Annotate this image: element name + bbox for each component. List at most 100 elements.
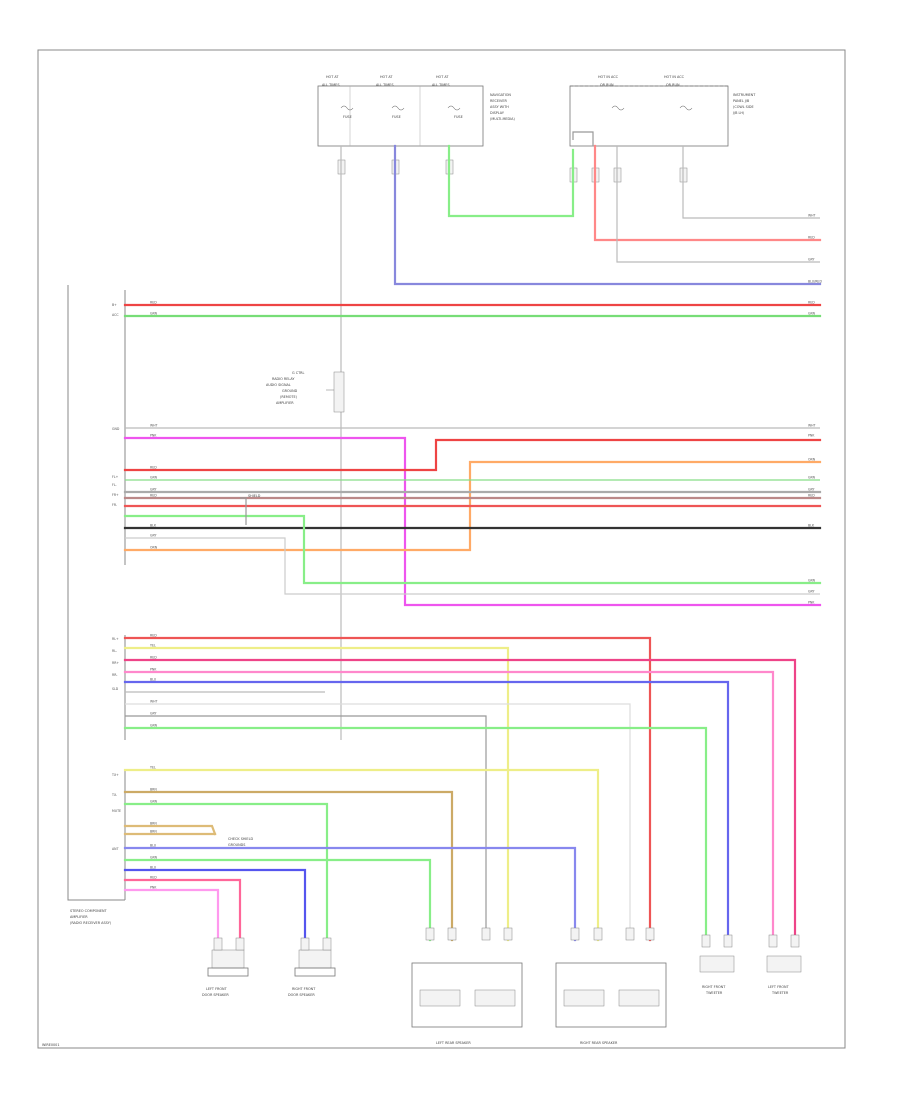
ipjb-col-sub-2: OR RUN [666, 83, 680, 87]
svg-text:(COWL SIDE: (COWL SIDE [733, 105, 754, 109]
radio-title: STEREO COMPONENT AMPLIFIER (RADIO RECEIV… [70, 909, 112, 925]
svg-text:GND: GND [112, 427, 120, 431]
svg-text:INSTRUMENT: INSTRUMENT [733, 93, 756, 97]
svg-text:LEFT REAR SPEAKER: LEFT REAR SPEAKER [436, 1041, 471, 1045]
svg-text:RIGHT FRONT: RIGHT FRONT [292, 987, 316, 991]
left-wire-code: RED [150, 466, 157, 470]
nav-fuse-label-1: FUSE [343, 115, 352, 119]
left-wire-code: GRN [150, 312, 158, 316]
nav-col-sub-1: ALL TIMES [322, 83, 339, 87]
svg-text:RR-: RR- [112, 673, 117, 677]
left-wire-code: PNK [150, 886, 157, 890]
svg-text:GROUND: GROUND [282, 389, 298, 393]
left-wire-code: BRN [150, 788, 157, 792]
svg-text:DISPLAY: DISPLAY [490, 111, 505, 115]
right-wire-code: PNK [808, 434, 815, 438]
footer-code: WIRE0001 [42, 1043, 59, 1047]
right-wire-code: GRY [808, 488, 814, 492]
speaker-wires [123, 636, 797, 947]
fuse-symbols [340, 105, 693, 111]
svg-text:B+: B+ [112, 303, 117, 307]
ipjb-module-note: INSTRUMENT PANEL J/B (COWL SIDE J/B LH) [732, 93, 756, 115]
top-wires [340, 131, 822, 740]
left-wire-code: YEL [150, 766, 156, 770]
left-wire-code: RED [150, 656, 157, 660]
svg-text:G CTRL: G CTRL [292, 371, 304, 375]
left-wire-code: BLU [150, 844, 157, 848]
nav-col-header-1: HOT AT [326, 75, 339, 79]
right-wire-code: PNK [808, 601, 815, 605]
ipjb-col-sub-1: OR RUN [600, 83, 614, 87]
left-front-door-speaker: LEFT FRONT DOOR SPEAKER [202, 949, 249, 997]
right-wire-code: GRN [808, 476, 816, 480]
diagram-frame [37, 49, 846, 1049]
right-front-door-speaker: RIGHT FRONT DOOR SPEAKER [288, 949, 336, 997]
radio-connector-strip [67, 285, 126, 901]
svg-text:FR+: FR+ [112, 493, 119, 497]
left-wire-code: BLU [150, 678, 157, 682]
right-wire-code: GRN [808, 312, 816, 316]
left-wire-code: GRN [150, 800, 158, 804]
nav-fuse-label-2: FUSE [392, 115, 401, 119]
left-wire-codes: REDGRNWHTPNKREDGRNGRYREDBLKGRYORNREDYELR… [150, 301, 158, 890]
junction-connector [333, 371, 345, 413]
svg-text:LEFT FRONT: LEFT FRONT [206, 987, 228, 991]
svg-text:(RADIO RECEIVER ASSY): (RADIO RECEIVER ASSY) [70, 921, 112, 925]
svg-text:ACC: ACC [112, 313, 119, 317]
navigation-module-box [317, 85, 484, 147]
svg-text:ANT: ANT [112, 847, 119, 851]
nav-col-sub-2: ALL TIMES [376, 83, 393, 87]
svg-text:RL+: RL+ [112, 637, 119, 641]
svg-text:MUTE: MUTE [112, 809, 121, 813]
junction-note: G CTRL RADIO RELAY AUDIO SIGNAL GROUND (… [266, 371, 304, 405]
right-wire-code: WHT [808, 424, 816, 428]
left-wire-code: GRN [150, 476, 158, 480]
svg-text:AUDIO SIGNAL: AUDIO SIGNAL [266, 383, 291, 387]
svg-text:GROUNDS: GROUNDS [228, 843, 245, 847]
nav-col-header-3: HOT AT [436, 75, 449, 79]
svg-text:TWEETER: TWEETER [771, 991, 789, 995]
ipjb-col-header-1: HOT IN ACC [598, 75, 619, 79]
svg-text:STEREO COMPONENT: STEREO COMPONENT [70, 909, 108, 913]
svg-text:PANEL J/B: PANEL J/B [733, 99, 750, 103]
left-front-tweeter: LEFT FRONT TWEETER [766, 955, 802, 995]
right-wire-code: ORN [808, 458, 816, 462]
svg-text:RR+: RR+ [112, 661, 119, 665]
svg-text:RIGHT FRONT: RIGHT FRONT [702, 985, 726, 989]
svg-text:AMPLIFIER: AMPLIFIER [276, 401, 294, 405]
shield-note: CHECK SHIELD GROUNDS [228, 837, 253, 847]
svg-text:TWEETER: TWEETER [705, 991, 723, 995]
svg-text:TX+: TX+ [111, 773, 119, 777]
svg-text:DOOR SPEAKER: DOOR SPEAKER [288, 993, 315, 997]
svg-text:FL-: FL- [112, 483, 117, 487]
right-rear-speaker: RIGHT REAR SPEAKER [555, 962, 667, 1045]
left-wire-code: RED [150, 301, 157, 305]
left-wire-code: WHT [150, 424, 158, 428]
left-wire-code: BLU [150, 866, 157, 870]
nav-col-sub-3: ALL TIMES [432, 83, 449, 87]
svg-text:NAVIGATION: NAVIGATION [490, 93, 511, 97]
right-wire-codes: WHTREDGRYBLU/REDREDGRNWHTPNKORNGRNGRYRED… [808, 214, 822, 605]
left-wire-code: BRN [150, 830, 157, 834]
right-wire-code: BLU/RED [808, 280, 822, 284]
left-wire-code: GRY [150, 534, 156, 538]
svg-text:SLD: SLD [112, 687, 119, 691]
left-wire-code: WHT [150, 700, 158, 704]
svg-text:AMPLIFIER: AMPLIFIER [70, 915, 88, 919]
left-wire-code: RED [150, 876, 157, 880]
shield-marker: SHIELD [248, 494, 261, 498]
right-wire-code: RED [808, 301, 815, 305]
left-wire-code: GRY [150, 488, 156, 492]
svg-text:(REMOTE): (REMOTE) [280, 395, 298, 399]
ipjb-col-header-2: HOT IN ACC [664, 75, 685, 79]
svg-text:J/B LH): J/B LH) [732, 111, 745, 115]
left-wire-code: GRN [150, 724, 158, 728]
left-wire-code: PNK [150, 668, 157, 672]
right-wire-code: GRY [808, 590, 814, 594]
speaker-inline-connectors [213, 927, 800, 951]
left-wire-code: YEL [150, 644, 156, 648]
radio-pin-labels: B+ ACC GND FL+ FL- FR+ FR- RL+ RL- RR+ R… [111, 303, 121, 851]
upper-wires [123, 303, 822, 607]
right-wire-code: RED [808, 494, 815, 498]
